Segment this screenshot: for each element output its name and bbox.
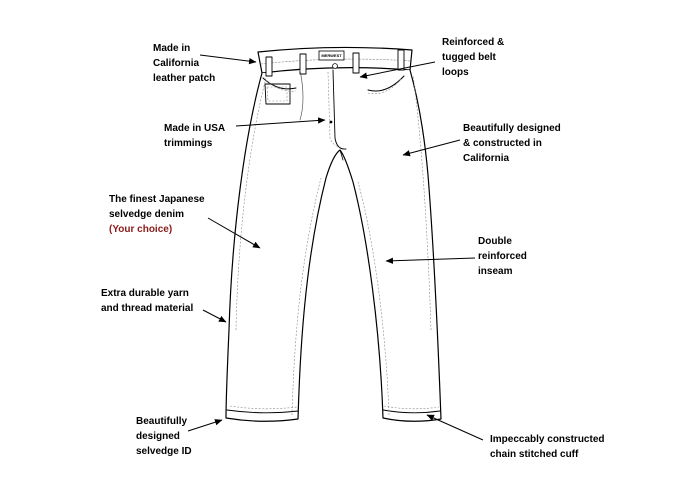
arrow-trimmings: [235, 117, 326, 127]
belt-loop: [352, 52, 360, 74]
label-line: leather patch: [153, 73, 216, 84]
jeans-outline: [225, 46, 442, 422]
fly: [332, 69, 347, 150]
stitching: [229, 71, 440, 416]
label-selvedge-id: Beautifully designed selvedge ID: [136, 414, 192, 459]
patch-text: MERWEST: [321, 53, 342, 58]
label-line: loops: [442, 67, 469, 78]
left-front-pocket: [262, 77, 297, 90]
arrow-denim: [207, 217, 261, 249]
label-line: inseam: [478, 266, 513, 277]
right-front-pocket: [367, 75, 405, 92]
arrow-inseam: [385, 257, 476, 264]
belt-loop: [299, 53, 307, 75]
label-line: & constructed in: [463, 138, 542, 149]
label-line: California: [463, 153, 510, 164]
label-inseam: Double reinforced inseam: [478, 234, 527, 279]
arrow-leather-patch: [199, 54, 257, 65]
arrow-yarn: [202, 309, 227, 323]
arrow-cuff: [426, 414, 484, 441]
label-line: selvedge denim: [109, 209, 185, 220]
label-line: trimmings: [164, 138, 213, 149]
label-trimmings: Made in USA trimmings: [164, 121, 225, 151]
rivet: [329, 120, 333, 124]
label-line: Made in: [153, 43, 191, 54]
label-denim: The finest Japanese selvedge denim (Your…: [109, 192, 205, 237]
label-line: Extra durable yarn: [101, 288, 189, 299]
label-cuff: Impeccably constructed chain stitched cu…: [490, 432, 604, 462]
jeans-silhouette: [225, 69, 442, 422]
label-line: California: [153, 58, 200, 69]
label-line: Made in USA: [164, 123, 226, 134]
belt-loop: [265, 56, 273, 77]
belt-loop: [397, 49, 405, 71]
label-line: selvedge ID: [136, 446, 192, 457]
label-construction: Beautifully designed & constructed in Ca…: [463, 121, 561, 166]
label-line: The finest Japanese: [109, 194, 205, 205]
leather-patch: MERWEST: [318, 50, 345, 61]
annotation-arrows: [187, 54, 484, 441]
label-leather-patch: Made in California leather patch: [153, 41, 215, 86]
label-line: reinforced: [478, 251, 527, 262]
label-line: Reinforced &: [442, 37, 505, 48]
arrow-selvedge-id: [187, 419, 223, 432]
label-line: designed: [136, 431, 180, 442]
arrow-construction: [402, 139, 461, 157]
label-belt-loops: Reinforced & tugged belt loops: [442, 35, 504, 80]
label-line: Impeccably constructed: [490, 434, 605, 445]
right-hem: [382, 409, 441, 414]
label-line: and thread material: [101, 303, 194, 314]
waist-button: [332, 63, 338, 69]
arrow-belt-loops: [359, 61, 436, 79]
left-hem: [226, 409, 299, 414]
label-line: Beautifully: [136, 416, 188, 427]
coin-pocket: [264, 83, 291, 105]
label-yarn: Extra durable yarn and thread material: [101, 286, 193, 316]
label-line: chain stitched cuff: [490, 449, 579, 460]
label-your-choice: (Your choice): [109, 224, 173, 235]
label-line: tugged belt: [442, 52, 496, 63]
label-line: Double: [478, 236, 512, 247]
label-line: Beautifully designed: [463, 123, 561, 134]
